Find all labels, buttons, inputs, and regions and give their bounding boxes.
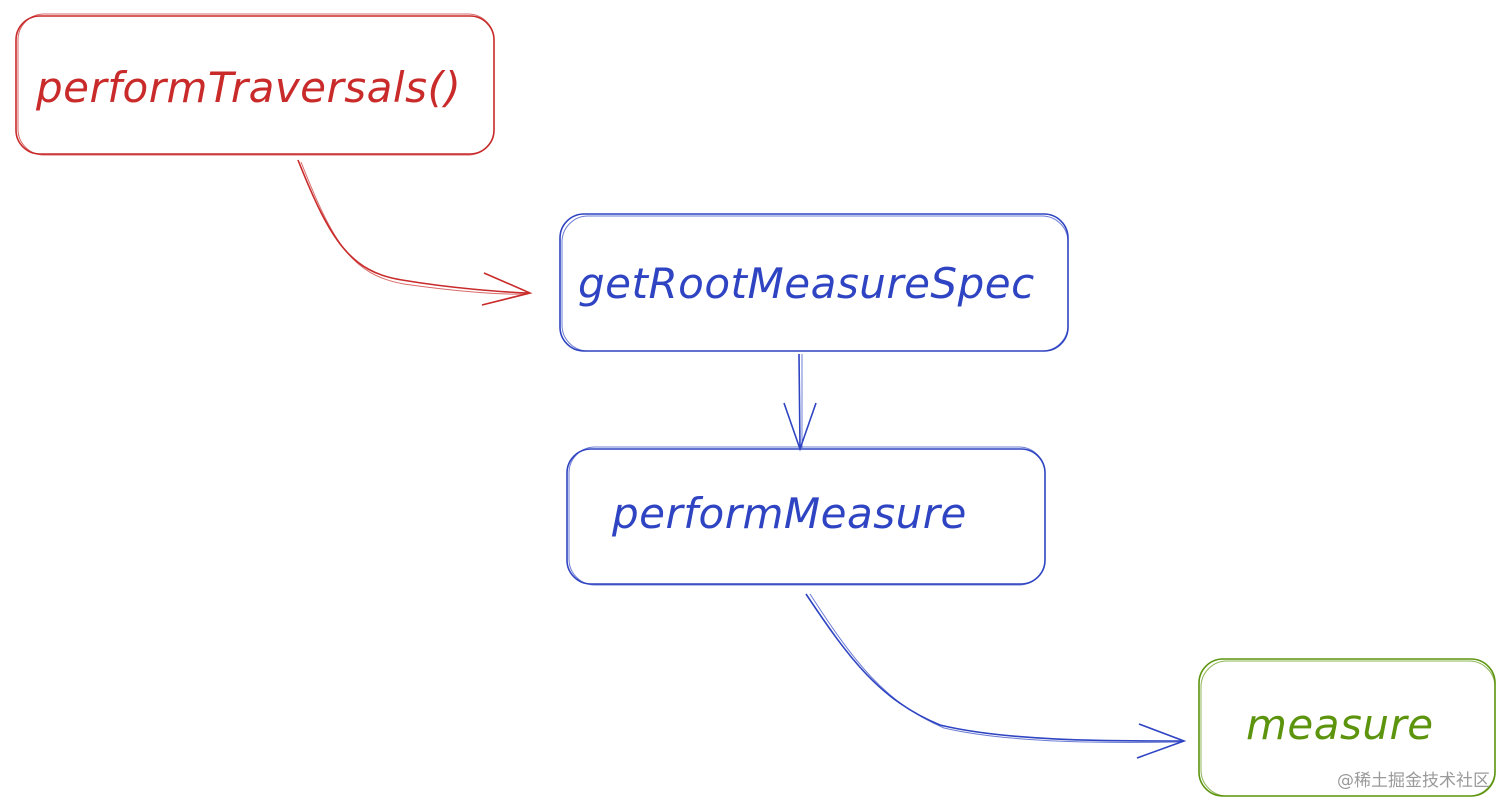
edge-2-arrowhead	[783, 402, 817, 452]
edge-1-arrowhead	[481, 272, 533, 306]
edge-perform-measure-to-measure	[805, 593, 1187, 759]
watermark-text: @稀土掘金技术社区	[1337, 771, 1490, 791]
node-perform-measure-label: performMeasure	[611, 489, 967, 538]
edge-get-root-measure-spec-to-perform-measure	[783, 353, 817, 452]
edge-2-line	[798, 353, 801, 449]
node-get-root-measure-spec-box-sketch	[561, 215, 1069, 352]
node-perform-traversals: performTraversals()	[15, 13, 495, 156]
node-measure-box-sketch	[1200, 660, 1496, 797]
node-perform-traversals-box-sketch	[17, 13, 495, 156]
edge-1-line-sketch	[300, 161, 529, 295]
edge-3-arrowhead	[1136, 723, 1187, 759]
edge-3-line	[805, 593, 1183, 742]
node-perform-measure: performMeasure	[566, 446, 1046, 586]
node-perform-traversals-label: performTraversals()	[35, 63, 461, 112]
edge-3-line-sketch	[809, 593, 1183, 743]
edge-1-line	[297, 159, 529, 294]
node-perform-measure-box-sketch	[568, 446, 1046, 586]
edge-perform-traversals-to-get-root-measure-spec	[297, 159, 533, 306]
node-get-root-measure-spec-label: getRootMeasureSpec	[578, 259, 1035, 308]
node-get-root-measure-spec: getRootMeasureSpec	[559, 213, 1069, 352]
node-measure: measure	[1198, 658, 1496, 797]
node-measure-label: measure	[1246, 700, 1434, 749]
